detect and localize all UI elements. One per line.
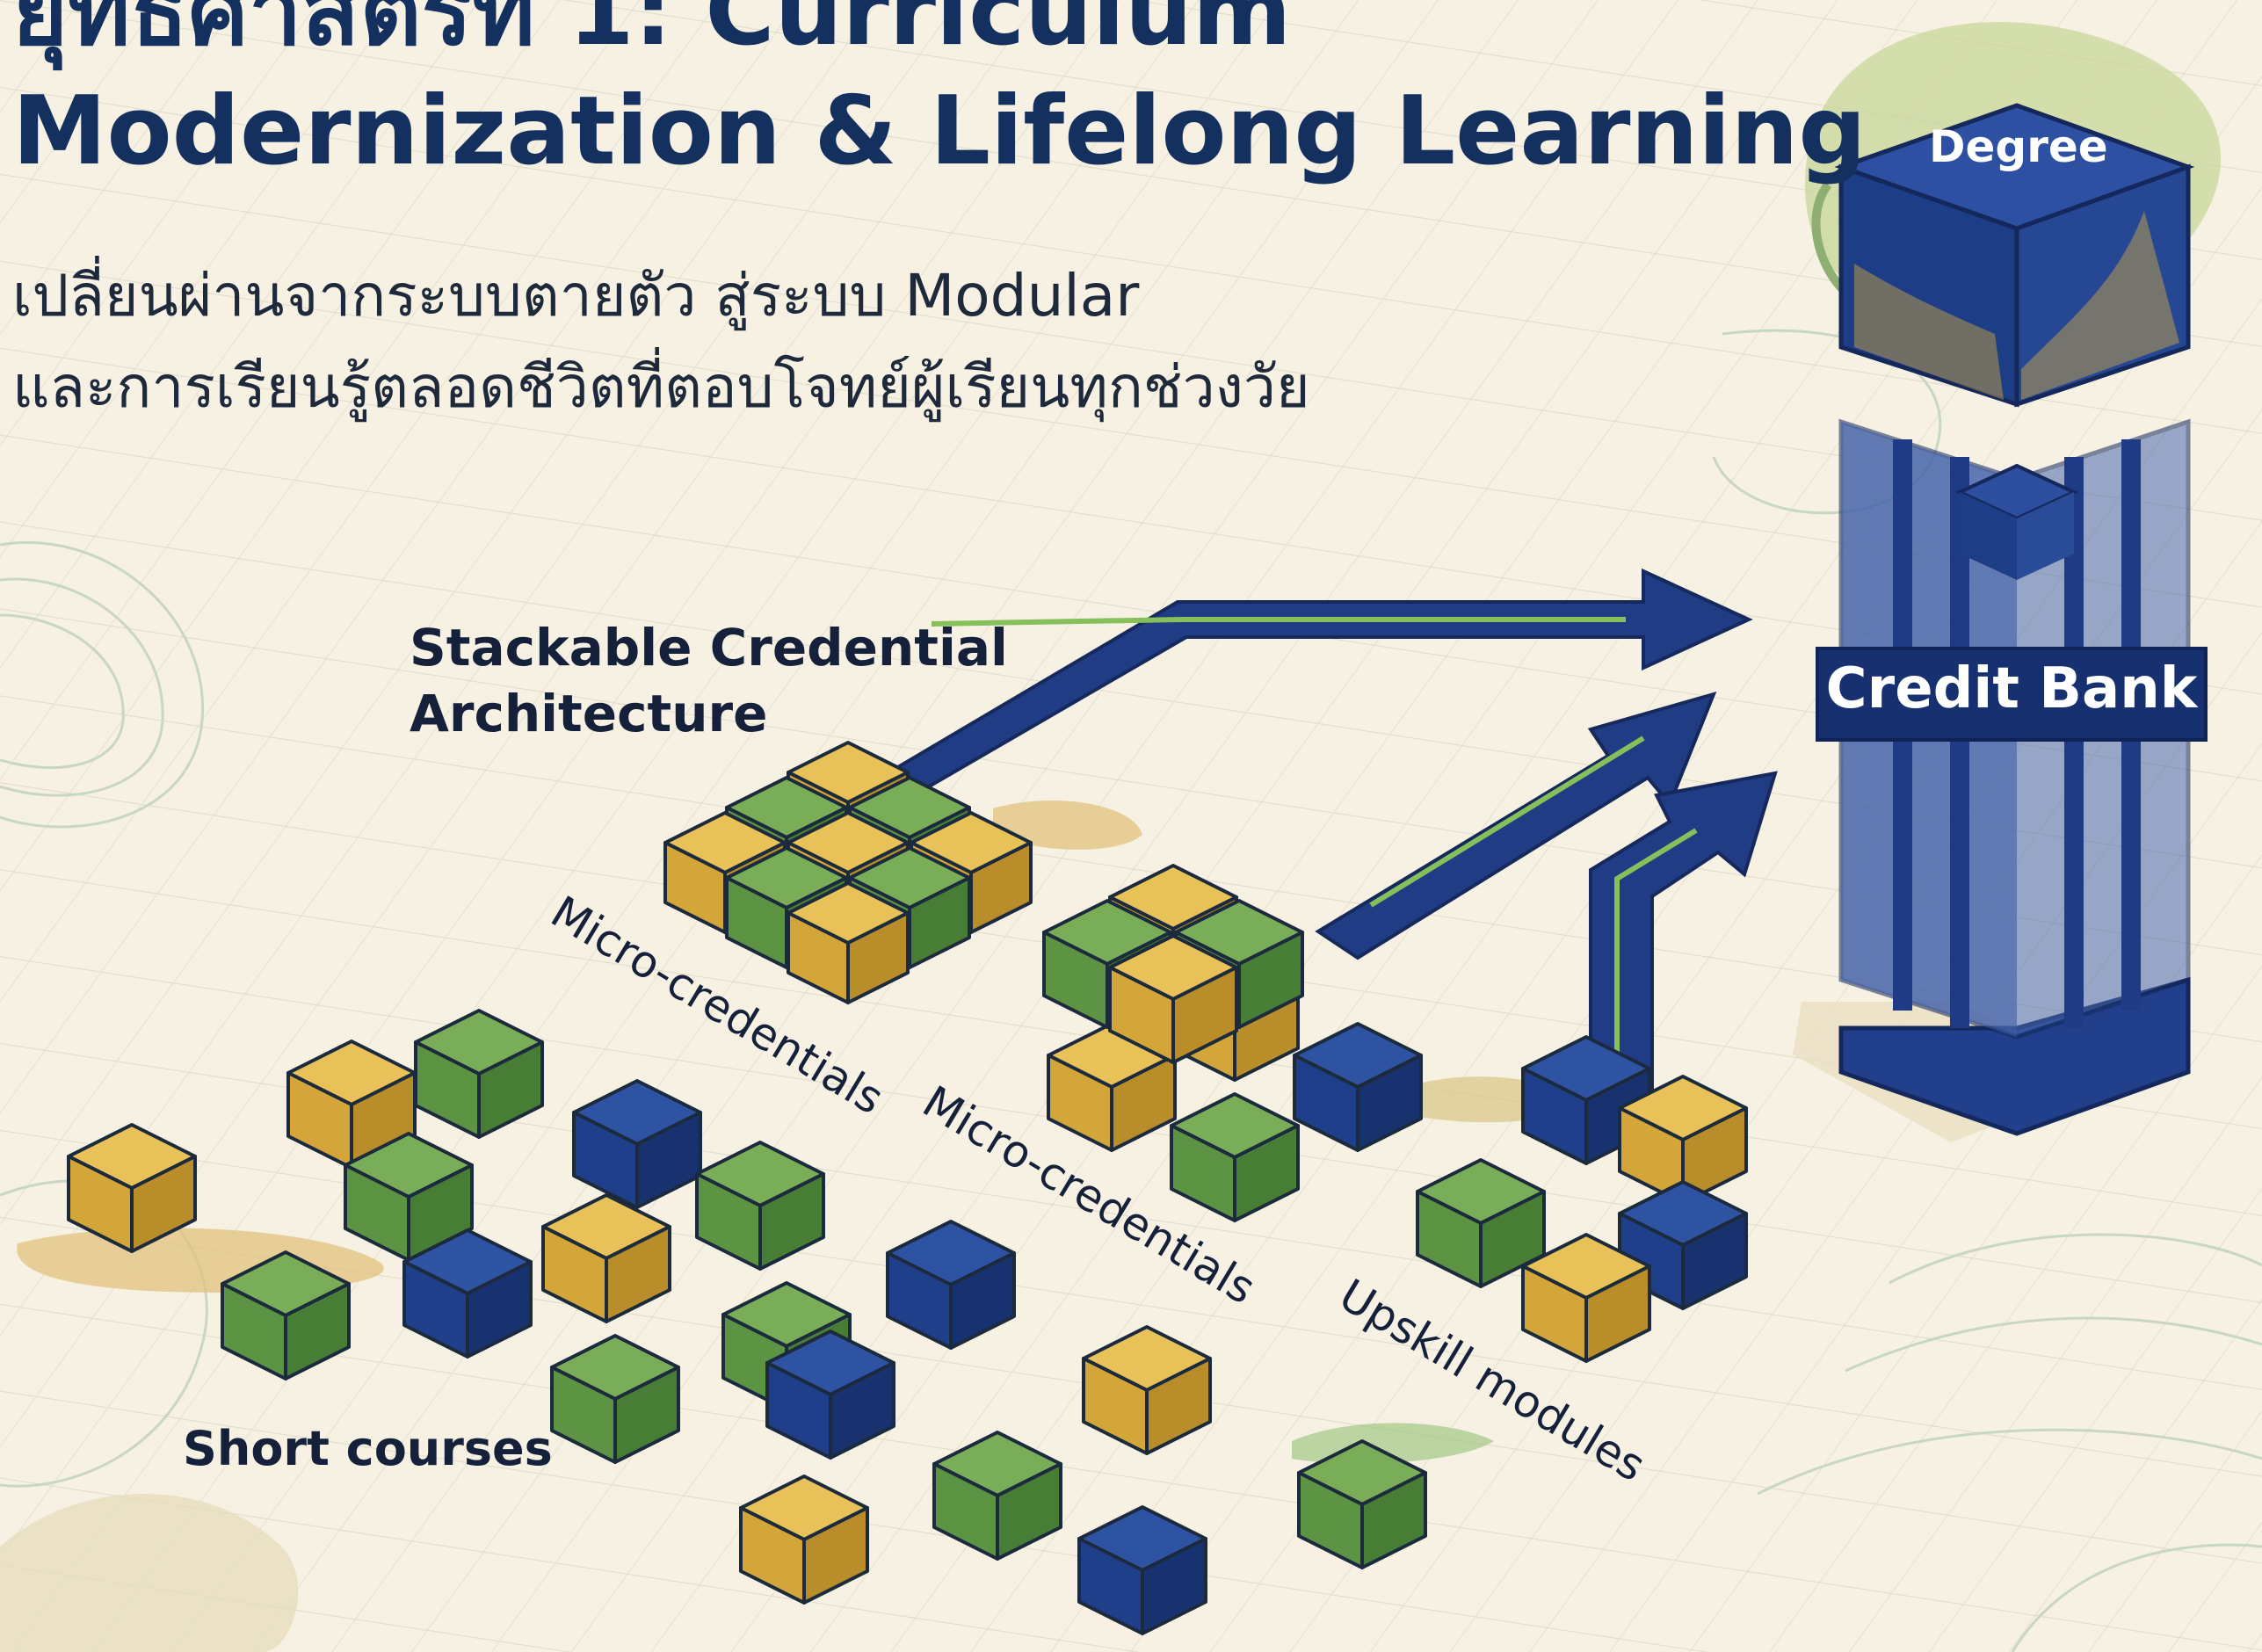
subtitle-line-2: และการเรียนรู้ตลอดชีวิตที่ตอบโจทย์ผู้เรี…: [12, 353, 1310, 421]
degree-label: Degree: [1929, 121, 2108, 172]
cube: [221, 1250, 351, 1380]
credit-bank-tower: [1816, 103, 2208, 1136]
cube: [886, 1220, 1016, 1350]
stackable-credential-label-line-2: Architecture: [410, 684, 768, 744]
cube: [402, 1228, 533, 1359]
cube: [1170, 1092, 1300, 1222]
cube: [765, 1330, 895, 1460]
cube: [1618, 1180, 1748, 1310]
cube: [787, 881, 910, 1004]
cube: [1521, 1233, 1651, 1363]
cube: [1108, 934, 1238, 1064]
flow-arrows: [884, 568, 1778, 1144]
cube: [1297, 1439, 1427, 1569]
cube: [414, 1009, 544, 1139]
cube-blocks: [67, 741, 1748, 1635]
cube: [739, 1474, 869, 1605]
cube: [1077, 1505, 1207, 1635]
cube: [932, 1431, 1062, 1561]
cube: [550, 1334, 680, 1464]
cube: [695, 1141, 825, 1271]
credit-bank-label: Credit Bank: [1825, 656, 2198, 721]
page-title-line-2: Modernization & Lifelong Learning: [12, 76, 1867, 186]
cube: [1293, 1022, 1423, 1152]
cube: [67, 1123, 197, 1253]
cube: [572, 1079, 702, 1209]
cube: [541, 1193, 671, 1323]
page-title-line-1: ยุทธศาสตร์ที่ 1: Curriculum: [12, 0, 1292, 67]
cube: [1618, 1075, 1748, 1205]
subtitle-line-1: เปลี่ยนผ่านจากระบบตายตัว สู่ระบบ Modular: [12, 262, 1140, 330]
short-courses-label: Short courses: [183, 1421, 553, 1476]
stackable-credential-label: Stackable Credential Architecture: [410, 615, 1008, 748]
cube: [1082, 1325, 1212, 1455]
stackable-credential-label-line-1: Stackable Credential: [410, 618, 1008, 677]
